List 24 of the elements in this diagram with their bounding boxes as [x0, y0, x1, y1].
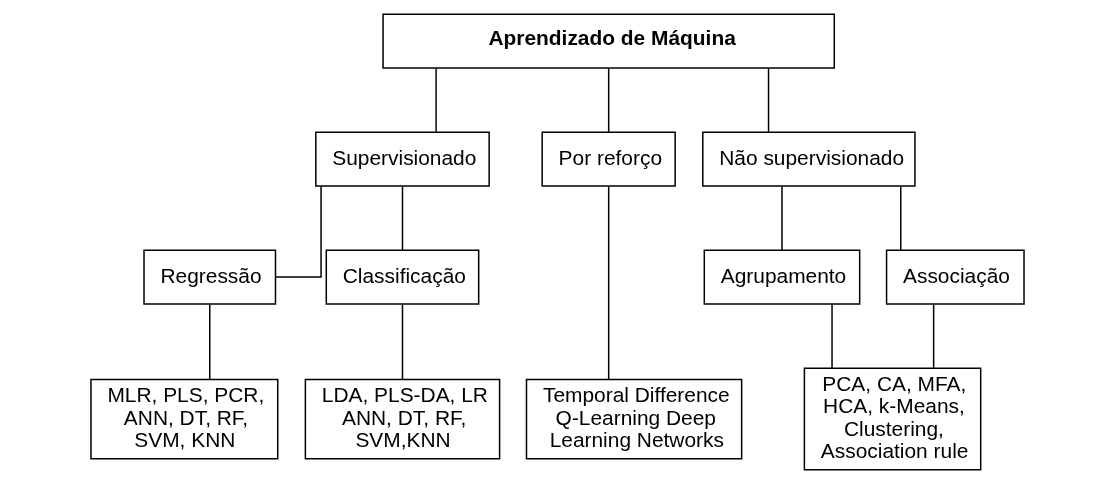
node-box: MLR, PLS, PCR, ANN, DT, RF, SVM, KNN — [90, 378, 279, 460]
connector — [607, 185, 610, 381]
connector — [831, 303, 833, 369]
connector — [607, 67, 610, 133]
node-box: Agrupamento — [703, 249, 861, 305]
node-box: Associação — [885, 249, 1025, 305]
node-box: Regressão — [143, 249, 277, 305]
connector — [209, 303, 211, 381]
connector — [781, 185, 783, 251]
node-box: PCA, CA, MFA, HCA, k-Means, Clustering, Association rule — [803, 367, 982, 471]
connector — [401, 185, 404, 251]
connector — [932, 303, 935, 369]
connector — [900, 185, 902, 251]
connector — [401, 303, 404, 381]
node-box: Temporal Difference Q-Learning Deep Learning Networks — [525, 378, 743, 460]
node-box: Por reforço — [541, 131, 676, 187]
node-box: Aprendizado de Máquina — [382, 13, 836, 69]
node-box: LDA, PLS-DA, LR ANN, DT, RF, SVM,KNN — [304, 378, 501, 460]
node-box: Não supervisionado — [702, 131, 916, 187]
node-box: Supervisionado — [315, 131, 490, 187]
connector — [767, 67, 770, 133]
connector — [275, 185, 322, 278]
node-box: Classificação — [325, 249, 480, 305]
connector — [435, 67, 437, 133]
